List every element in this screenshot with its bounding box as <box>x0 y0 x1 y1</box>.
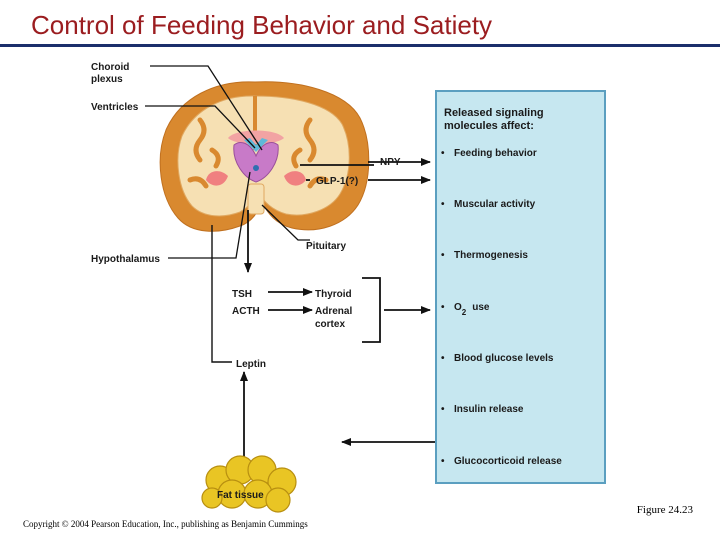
effect-item: Insulin release <box>454 404 524 415</box>
effect-bullet: • <box>441 199 445 210</box>
effects-box-title-2: molecules affect: <box>444 120 534 132</box>
o2-symbol: O <box>454 302 462 313</box>
adrenal-label-2: cortex <box>315 319 345 330</box>
effect-item: Glucocorticoid release <box>454 456 562 467</box>
leptin-label: Leptin <box>236 359 266 370</box>
choroid-plexus-label-2: plexus <box>91 74 123 85</box>
figure-label: Figure 24.23 <box>636 504 693 516</box>
acth-label: ACTH <box>232 306 260 317</box>
effects-box: Released signaling molecules affect: • F… <box>435 90 606 484</box>
effect-bullet: • <box>441 250 445 261</box>
hypothalamus-label: Hypothalamus <box>91 254 160 265</box>
title-rule <box>0 44 720 47</box>
effect-item: Thermogenesis <box>454 250 528 261</box>
effect-item: Feeding behavior <box>454 148 537 159</box>
glp1-label: GLP-1(?) <box>316 176 358 187</box>
tsh-label: TSH <box>232 289 252 300</box>
effect-bullet: • <box>441 302 445 313</box>
pituitary-label: Pituitary <box>306 241 346 252</box>
adrenal-label-1: Adrenal <box>315 306 352 317</box>
signal-arrows <box>211 158 438 462</box>
leader-lines <box>145 65 310 259</box>
copyright-notice: Copyright © 2004 Pearson Education, Inc.… <box>23 519 308 529</box>
thyroid-label: Thyroid <box>315 289 352 300</box>
effect-bullet: • <box>441 148 445 159</box>
o2-subscript: 2 <box>462 308 467 317</box>
effect-item: Blood glucose levels <box>454 353 554 364</box>
effect-item-o2: O2 use <box>454 302 490 317</box>
choroid-plexus-label-1: Choroid <box>91 62 129 73</box>
fat-tissue-illustration <box>201 455 297 513</box>
ventricles-label: Ventricles <box>91 102 139 113</box>
effect-bullet: • <box>441 456 445 467</box>
brain-illustration <box>159 81 370 232</box>
slide-title: Control of Feeding Behavior and Satiety <box>31 10 493 40</box>
o2-suffix: use <box>472 302 490 313</box>
fat-tissue-label: Fat tissue <box>217 490 264 501</box>
effect-bullet: • <box>441 404 445 415</box>
effects-box-title-1: Released signaling <box>444 107 544 119</box>
npy-label: NPY <box>380 157 401 168</box>
effect-item: Muscular activity <box>454 199 536 210</box>
effect-bullet: • <box>441 353 445 364</box>
